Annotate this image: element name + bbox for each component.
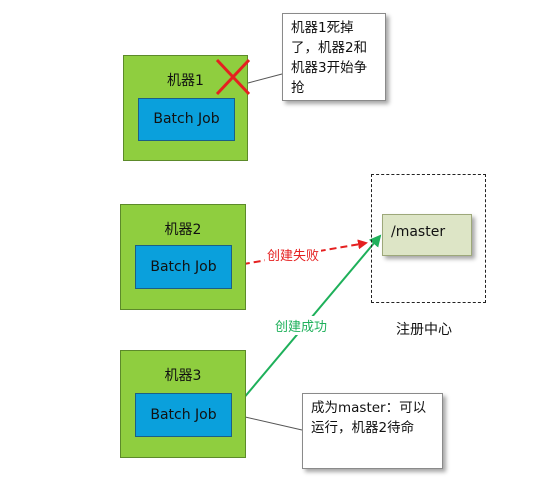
machine-1-batch-job: Batch Job bbox=[138, 98, 235, 141]
failed-label: 创建失败 bbox=[265, 245, 322, 264]
note1-pointer-line bbox=[247, 73, 283, 84]
registry-center-frame: /master bbox=[371, 174, 486, 303]
success-label: 创建成功 bbox=[273, 316, 330, 335]
machine-1-title: 机器1 bbox=[167, 73, 204, 89]
machine-3-batch-job: Batch Job bbox=[135, 393, 232, 437]
machine1-dead-note: 机器1死掉了，机器2和机器3开始争抢 bbox=[282, 13, 386, 101]
machine1-dead-note-text: 机器1死掉了，机器2和机器3开始争抢 bbox=[291, 20, 368, 96]
machine-2-batch-job: Batch Job bbox=[135, 245, 232, 289]
registry-caption: 注册中心 bbox=[396, 322, 452, 338]
machine-3-title: 机器3 bbox=[164, 368, 202, 384]
machine3-master-note-text: 成为master：可以运行，机器2待命 bbox=[311, 400, 427, 436]
dead-cross-icon bbox=[215, 58, 251, 96]
machine3-master-note: 成为master：可以运行，机器2待命 bbox=[302, 393, 443, 469]
master-node-label: /master bbox=[391, 224, 446, 240]
machine-2-box: 机器2 Batch Job bbox=[120, 204, 246, 310]
machine-3-box: 机器3 Batch Job bbox=[120, 350, 246, 458]
master-node: /master bbox=[382, 214, 472, 256]
machine-2-title: 机器2 bbox=[164, 222, 202, 238]
